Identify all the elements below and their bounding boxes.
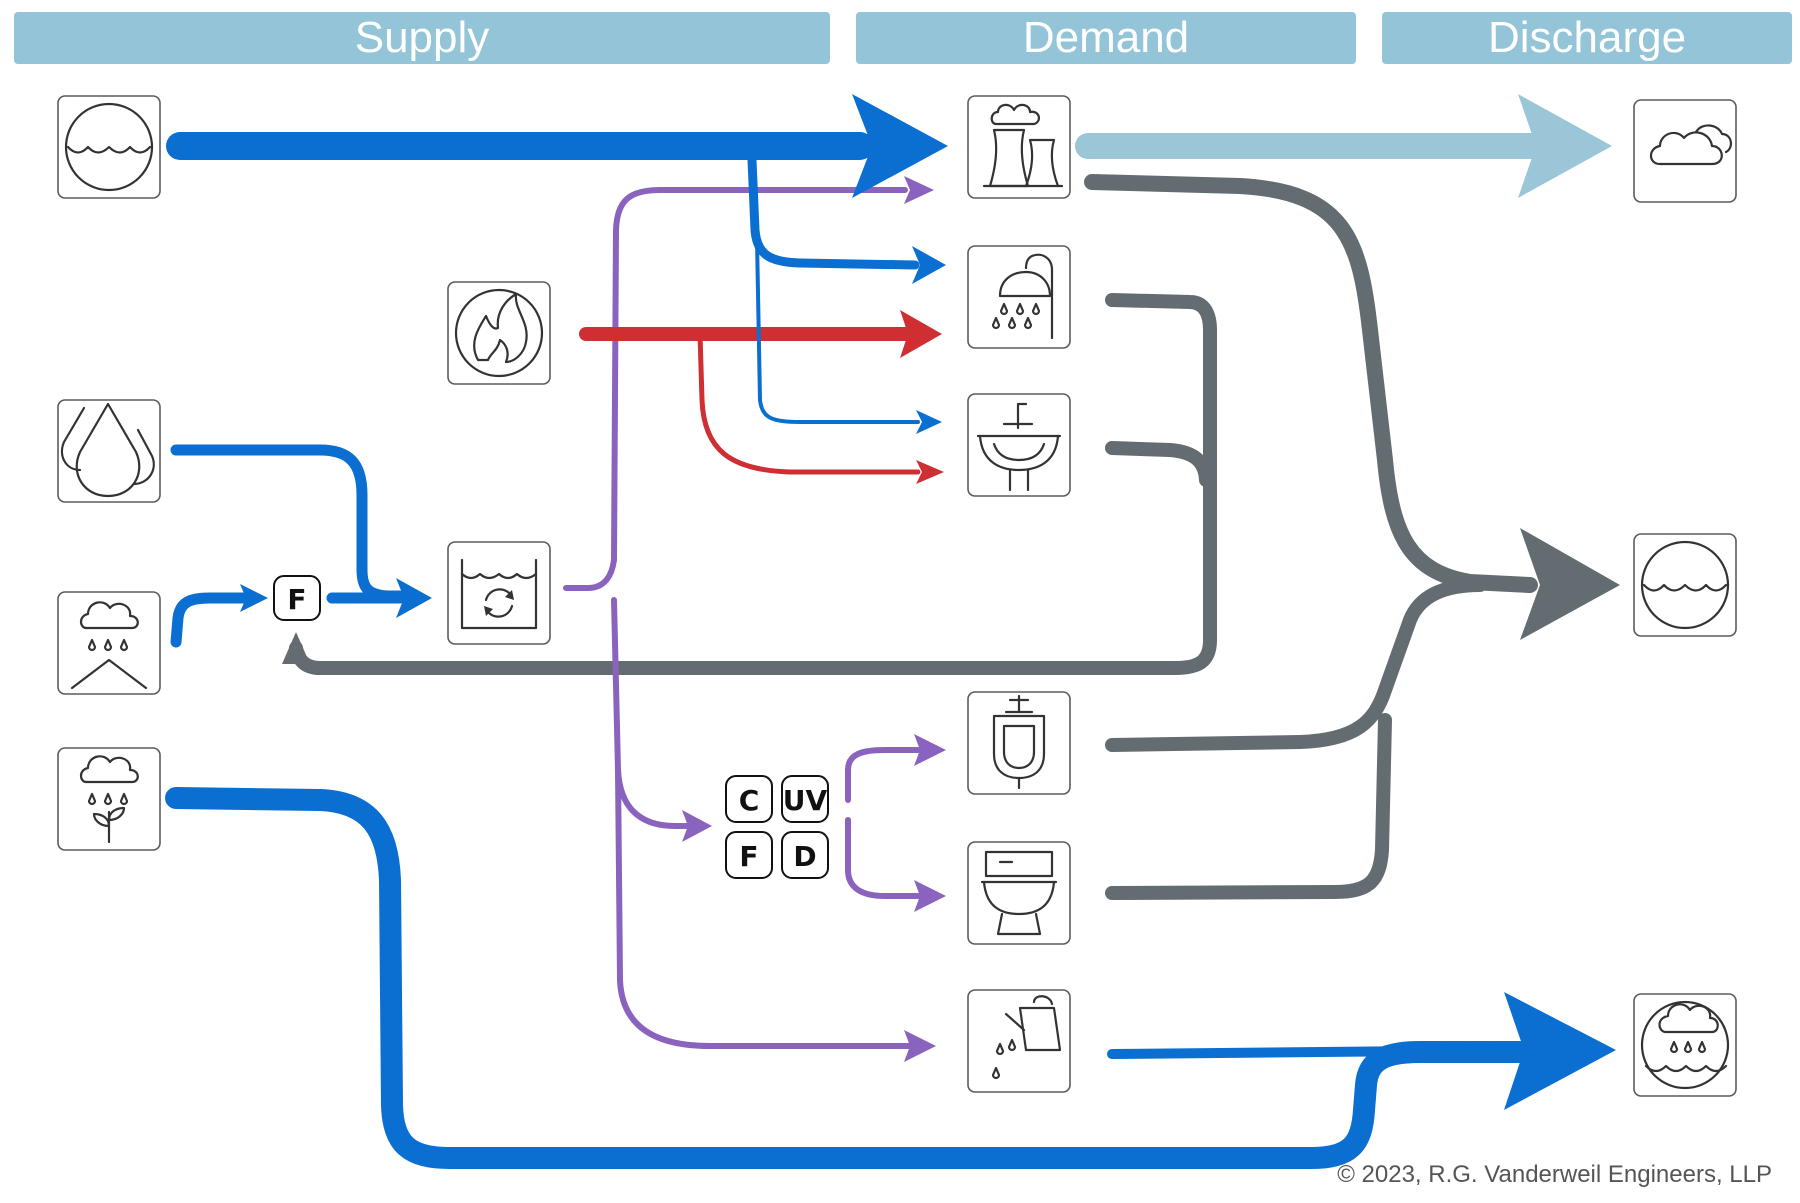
storage-tank-icon [460,558,538,630]
arrow-rainwater-filter [240,584,268,612]
toilet-icon [980,850,1058,936]
sewer-discharge-node [1633,533,1737,637]
arrow-reclaim-cooling-tower [904,176,934,204]
arrow-evaporation [1518,94,1612,198]
arrow-into-cistern [396,578,432,618]
flow-municipal-to-shower [747,155,920,270]
lavatory-node [967,393,1071,497]
stormwater-node [57,747,161,851]
arrow-ground-recharge [1504,992,1616,1110]
flow-shower-to-graywater [289,293,1217,675]
water-drops-icon [60,402,155,498]
watering-can-icon [991,995,1062,1080]
flow-irrigation-to-ground [1107,1045,1535,1059]
rainwater-node [57,591,161,695]
disinfection-badge-label: D [793,840,816,873]
disinfection-badge [781,831,829,879]
cloud-icon [1649,124,1732,166]
flow-rainwater-to-filter [170,592,250,648]
arrow-hot-shower [900,310,942,358]
arrow-hot-lavatory [916,460,944,484]
arrow-municipal-shower [912,246,946,284]
reclaimed-water-arrowheads [682,176,946,1062]
flame-icon [454,288,544,378]
cooling-tower-node [967,95,1071,199]
condensate-node [57,399,161,503]
flow-cistern-out [563,557,617,591]
atmosphere-node [1633,99,1737,203]
arrow-sewer-discharge [1520,528,1620,640]
header-demand: Demand [856,12,1356,64]
hot-water-flows [579,327,921,475]
flow-reclaim-to-cooling-tower [611,187,908,563]
water-heater-node [447,281,551,385]
arrow-reclaim-irrigation [904,1030,936,1062]
flow-stormwater-to-ground [165,787,1531,1169]
vapor-flow [1075,94,1612,198]
sink-icon [976,402,1062,492]
urinal-node [967,691,1071,795]
arrow-reclaim-urinal [914,734,946,766]
chlorination-badge-label: C [739,784,760,817]
cooling-tower-icon [982,103,1064,188]
arrow-graywater-return [282,632,310,664]
toilet-node [967,841,1071,945]
uv-badge-label: UV [783,784,828,817]
flow-reclaim-to-treatment [611,597,693,829]
copyright-notice: © 2023, R.G. Vanderweil Engineers, LLP [1337,1161,1772,1188]
hot-water-arrowheads [900,310,944,484]
water-body-icon [64,102,154,192]
potable-water-flows [165,132,1535,1169]
treatment-badges: C UV F D [725,775,829,879]
filter-badge-label: F [287,583,306,616]
filter-badge: F [273,575,321,621]
filtration-badge [725,831,773,879]
flow-cooling-tower-to-sewer [1084,174,1538,593]
arrow-reclaim-treatment [682,810,712,842]
irrigation-node [967,989,1071,1093]
urinal-icon [992,694,1046,790]
rain-plant-icon [79,755,139,844]
wastewater-flows [282,174,1620,900]
shower-icon [991,253,1054,340]
uv-badge [781,775,829,823]
arrow-municipal-cooling-tower [852,94,948,198]
shower-node [967,245,1071,349]
rain-water-body-icon [1640,1000,1730,1090]
flow-water-heater-to-lavatory [697,331,921,475]
flow-toilet-to-sewer [1105,713,1392,900]
filtration-badge-label: F [739,840,758,873]
potable-water-arrowheads [240,94,1616,1110]
reclaimed-water-flows [563,187,921,1049]
water-body-icon [1640,540,1730,630]
cistern-node [447,541,551,645]
flow-condensate-to-cistern [170,444,414,602]
chlorination-badge [725,775,773,823]
flow-reclaim-to-irrigation [615,767,913,1049]
header-discharge: Discharge [1382,12,1792,64]
arrow-municipal-lavatory [916,410,942,434]
flow-urinal-to-sewer [1105,578,1487,752]
header-supply: Supply [14,12,830,64]
flow-treatment-to-urinal [845,747,921,803]
arrow-reclaim-toilet [914,880,946,912]
groundwater-node [1633,993,1737,1097]
flow-municipal-to-lavatory [755,238,920,424]
flow-treatment-to-toilet [845,817,921,899]
municipal-water-node [57,95,161,199]
flow-lavatory-to-graywater [1105,441,1213,487]
rain-roof-icon [70,601,148,690]
